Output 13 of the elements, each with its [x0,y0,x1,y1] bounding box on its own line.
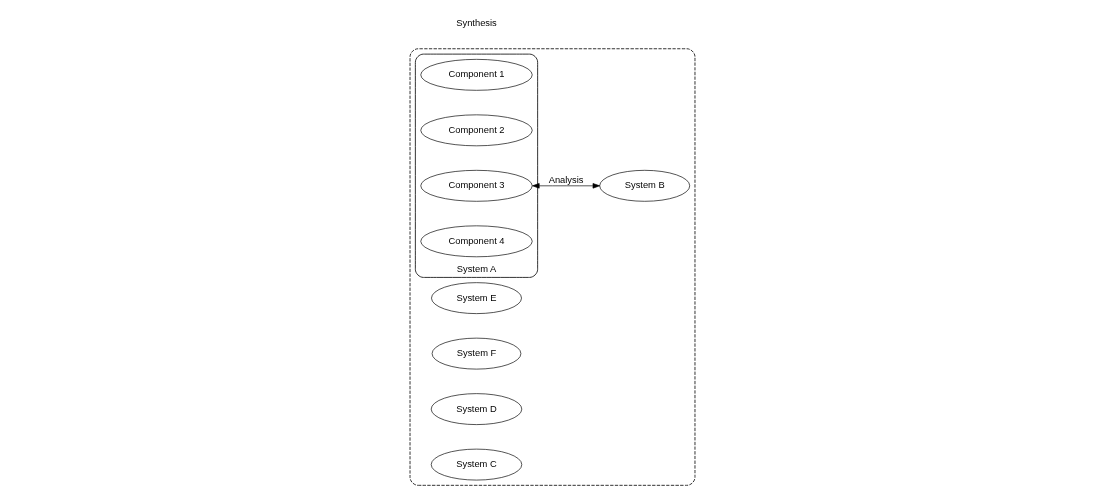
node-ellipse: Component 3 [419,170,533,202]
node-ellipse: Component 4 [419,225,533,258]
label: Synthesis [455,17,497,28]
node-ellipse: System C [430,448,522,481]
node-ellipse: System D [430,393,522,425]
node-ellipse: System B [598,170,690,202]
edge-label: Analysis [548,175,583,186]
cluster [409,48,695,486]
node-ellipse: System E [430,282,522,314]
node-ellipse: System F [431,337,521,370]
arrow [531,183,600,189]
node-ellipse: Component 1 [419,59,533,91]
node-ellipse: Component 2 [419,114,533,147]
